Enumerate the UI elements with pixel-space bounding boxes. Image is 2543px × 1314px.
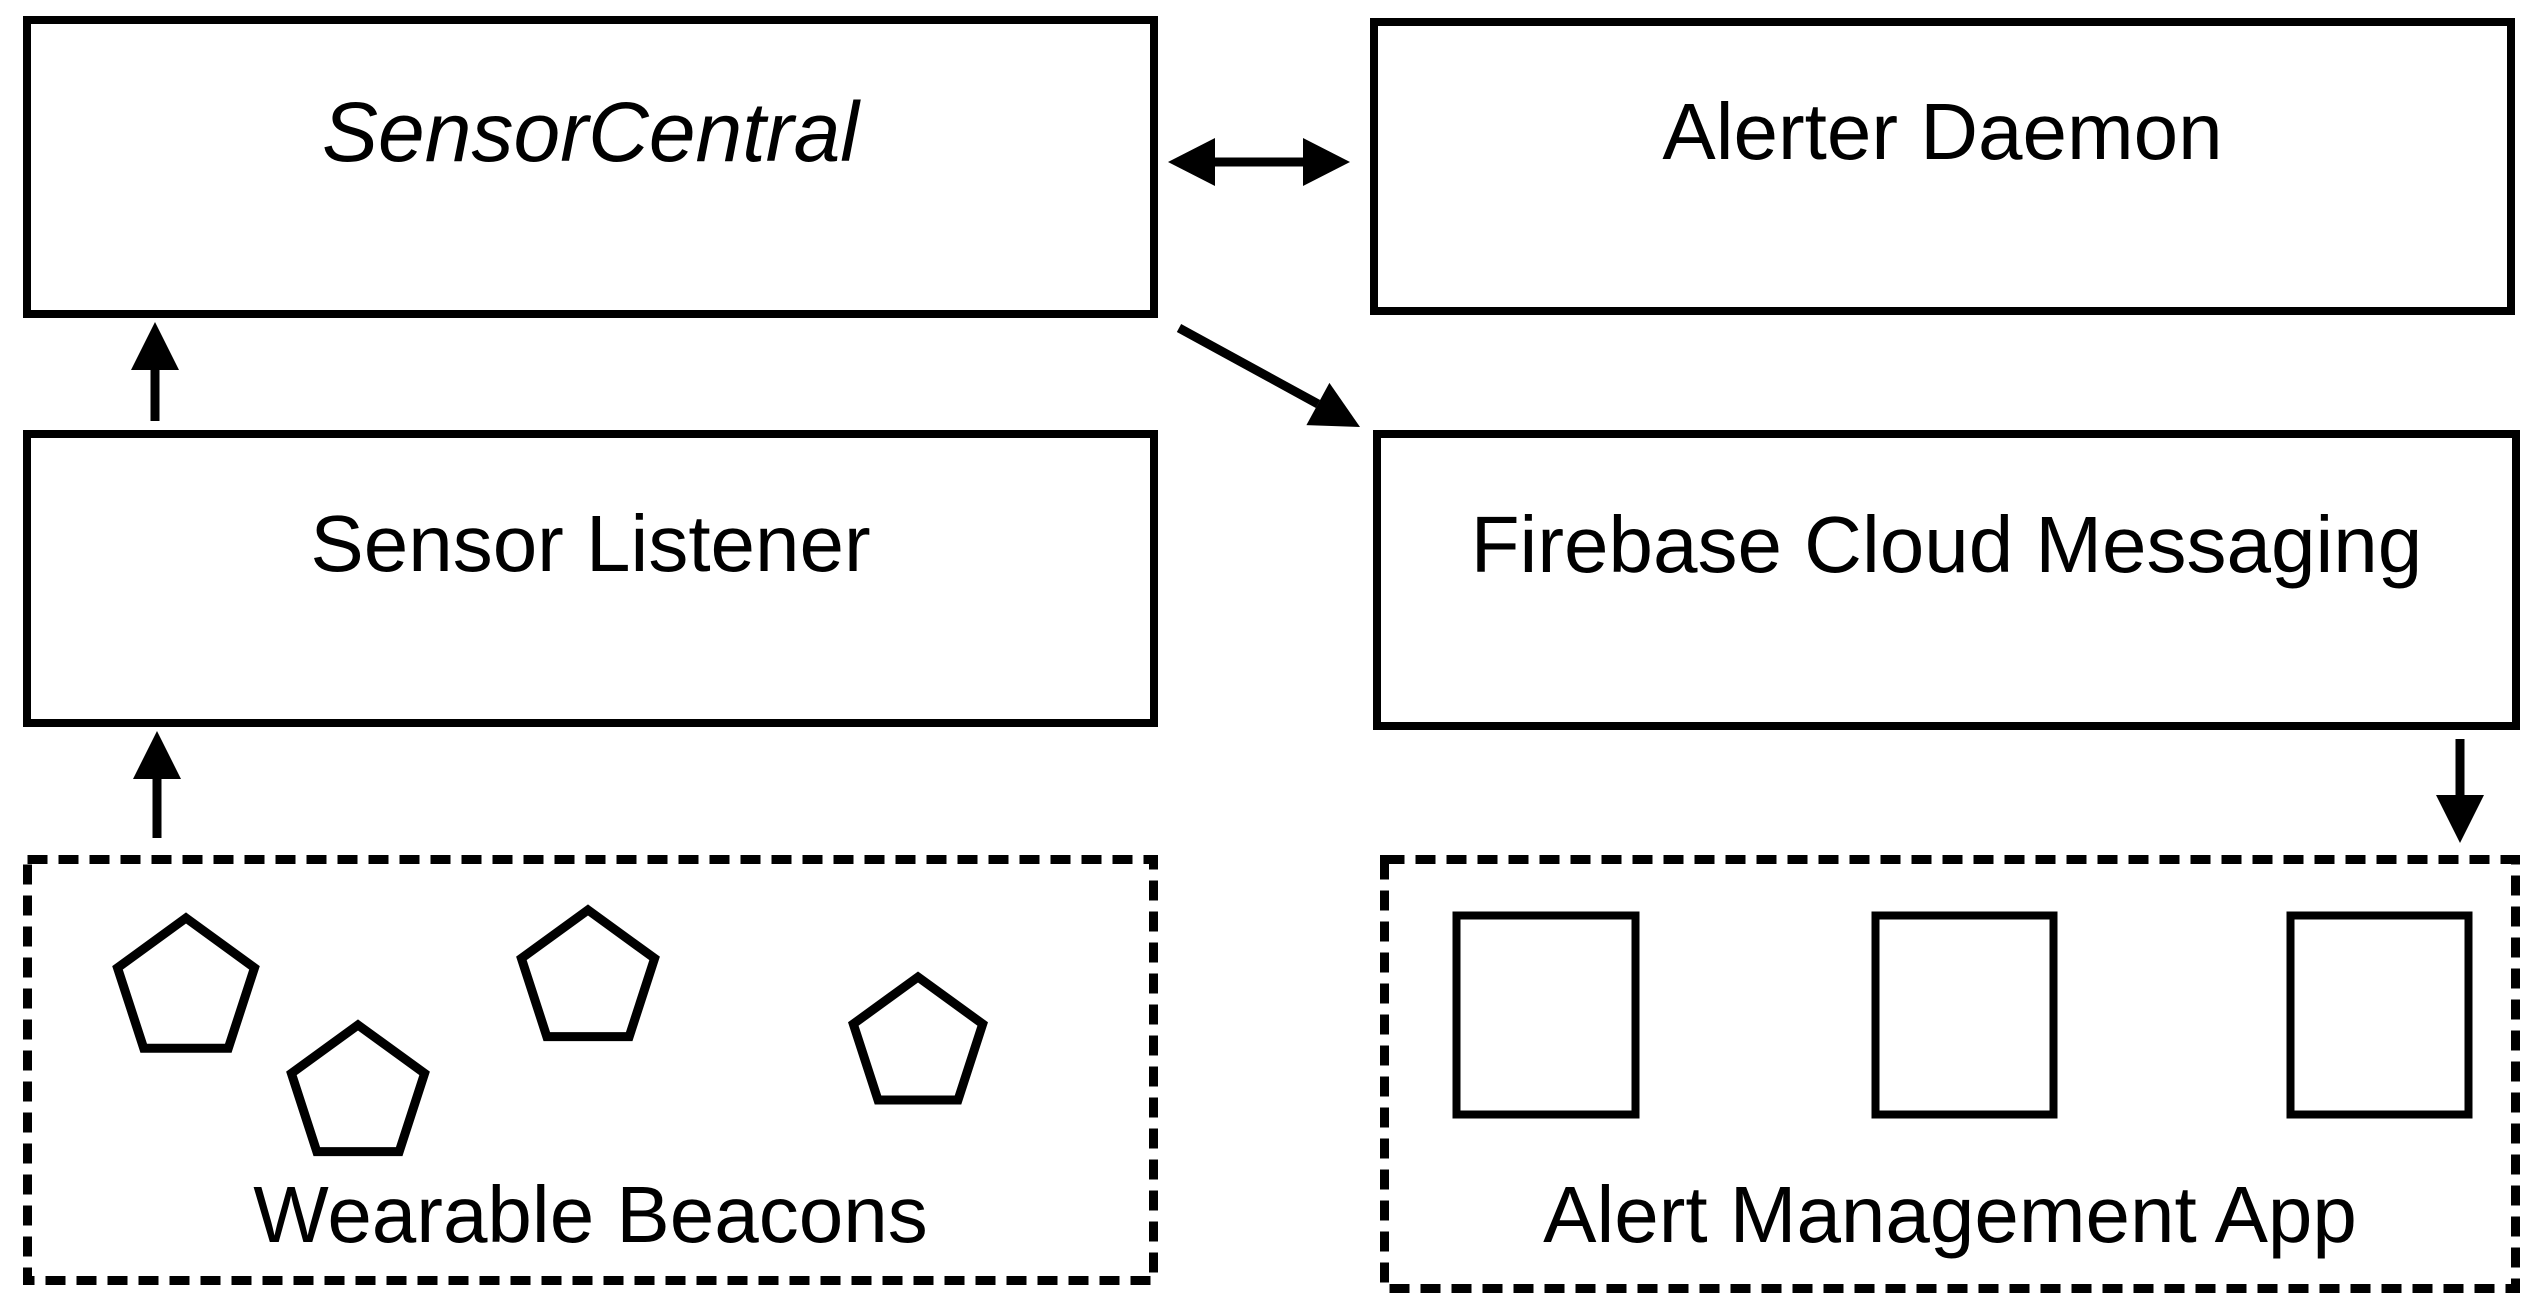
pentagon-beacon-icon xyxy=(516,904,660,1042)
node-firebase-cloud-messaging-label: Firebase Cloud Messaging xyxy=(1470,500,2423,589)
node-sensor-listener: Sensor Listener xyxy=(23,430,1158,727)
phone-screen-icon xyxy=(1871,911,2058,1119)
arrow-wearablebeacons-sensorlistener xyxy=(133,731,181,838)
node-alerter-daemon-label: Alerter Daemon xyxy=(1662,86,2223,176)
arrow-fcm-alertmanagementapp xyxy=(2436,739,2484,843)
arrow-sensorcentral-alerterdaemon xyxy=(1168,138,1350,186)
phone-screen-icon xyxy=(2286,911,2473,1119)
node-firebase-cloud-messaging: Firebase Cloud Messaging xyxy=(1373,430,2520,730)
node-sensor-central-label: SensorCentral xyxy=(322,85,859,179)
phone-screen-icon xyxy=(1452,911,1640,1119)
node-alerter-daemon: Alerter Daemon xyxy=(1370,18,2515,315)
zone-alert-management-app-label: Alert Management App xyxy=(1543,1170,2357,1259)
zone-wearable-beacons-label: Wearable Beacons xyxy=(253,1170,928,1259)
node-sensor-central: SensorCentral xyxy=(23,16,1158,318)
pentagon-beacon-icon xyxy=(112,912,260,1053)
arrow-sensorcentral-fcm xyxy=(1176,324,1360,427)
node-sensor-listener-label: Sensor Listener xyxy=(310,498,871,588)
pentagon-beacon-icon xyxy=(286,1019,430,1157)
arrow-sensorlistener-sensorcentral xyxy=(131,322,179,421)
pentagon-beacon-icon xyxy=(848,971,988,1105)
